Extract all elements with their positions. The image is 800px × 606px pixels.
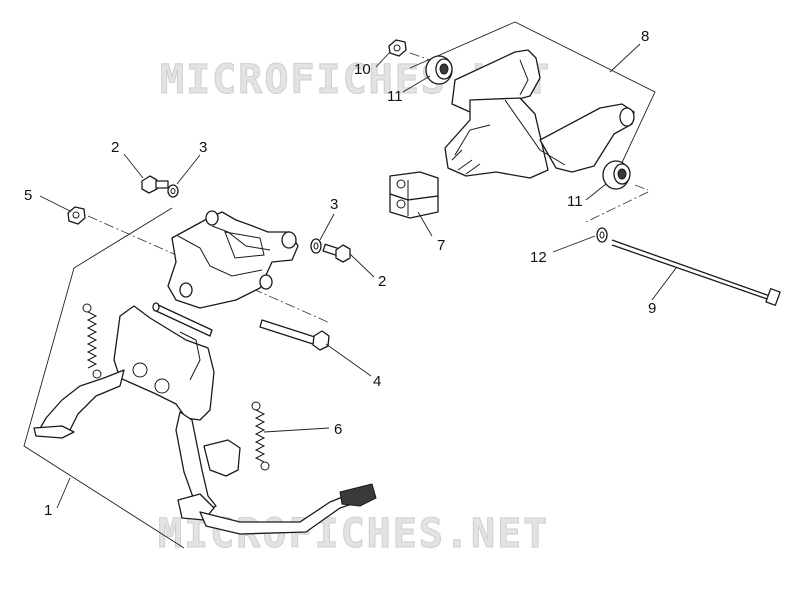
callout-8: 8 [641, 28, 649, 45]
callout-1: 1 [44, 502, 52, 519]
callout-2-right: 2 [378, 273, 386, 290]
nut-part-10 [388, 39, 407, 57]
bushing-part-11-upper [425, 55, 453, 85]
callout-9: 9 [648, 300, 656, 317]
stand-group-frame [23, 207, 185, 549]
long-bolt-part-9 [611, 239, 781, 306]
callout-12: 12 [530, 249, 547, 266]
pivot-bolt-part-4 [259, 319, 330, 351]
callout-11-upper: 11 [387, 88, 403, 105]
callout-3-right: 3 [330, 196, 338, 213]
callout-3-upper: 3 [199, 139, 207, 156]
callout-4: 4 [373, 373, 381, 390]
axis-line-bolt [585, 191, 649, 223]
washer-part-3-upper [167, 184, 179, 198]
callout-6: 6 [334, 421, 342, 438]
leader-lines [39, 43, 677, 509]
swingarm-part-8 [444, 49, 635, 179]
spring-part-6-left [82, 303, 102, 379]
axis-line-right [634, 184, 649, 191]
callout-2-upper: 2 [111, 139, 119, 156]
pivot-pin [152, 302, 213, 337]
stand-bracket [167, 210, 299, 309]
callout-7: 7 [437, 237, 445, 254]
washer-part-3-right [310, 238, 322, 254]
nut-part-5 [67, 206, 86, 225]
callout-11-lower: 11 [567, 193, 583, 210]
callout-10: 10 [354, 61, 371, 78]
spring-part-6-right [251, 401, 270, 471]
washer-part-12 [596, 227, 608, 243]
center-stand-part-1 [33, 305, 377, 535]
callout-5: 5 [24, 187, 32, 204]
rubber-block-part-7 [389, 171, 439, 219]
bushing-part-11-lower [602, 160, 631, 190]
bolt-part-2-right [322, 243, 351, 263]
bolt-part-2-upper [141, 175, 169, 194]
swingarm-group-frame [409, 21, 656, 185]
